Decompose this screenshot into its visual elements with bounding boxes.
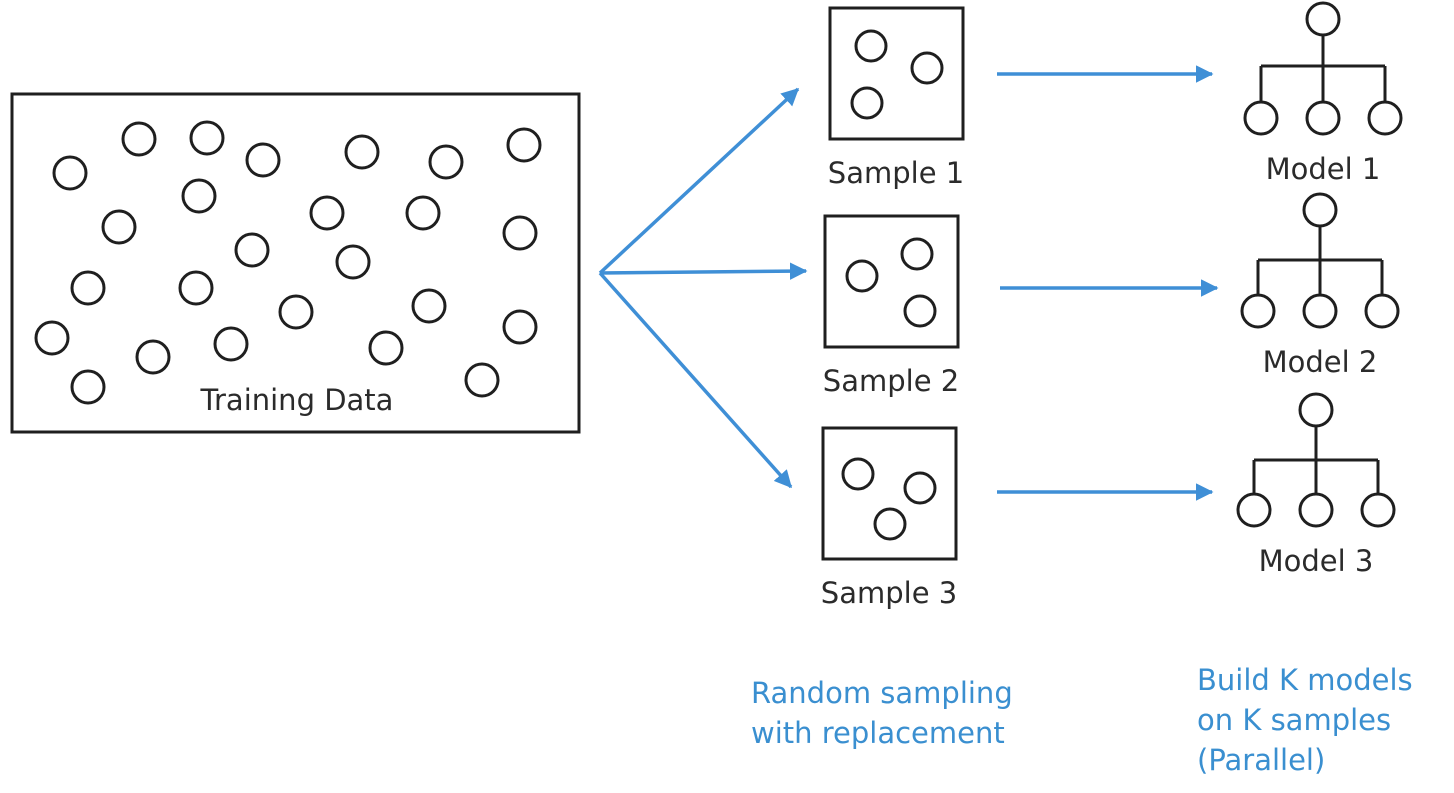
arrow-to-sample-1 bbox=[598, 87, 800, 275]
data-point bbox=[101, 209, 137, 245]
sample-point bbox=[910, 51, 944, 85]
tree-leaf-node bbox=[1240, 293, 1276, 329]
data-point bbox=[234, 232, 270, 268]
sample-1: Sample 1 bbox=[828, 6, 965, 190]
tree-leaf-node bbox=[1302, 293, 1338, 329]
sample-1-label: Sample 1 bbox=[828, 156, 964, 190]
data-point bbox=[335, 244, 371, 280]
data-point bbox=[121, 121, 157, 157]
data-point bbox=[178, 270, 214, 306]
training-data-label: Training Data bbox=[200, 383, 394, 417]
tree-leaf-node bbox=[1367, 100, 1403, 136]
sample-point bbox=[854, 29, 888, 63]
tree-leaf-node bbox=[1236, 492, 1272, 528]
sample-3: Sample 3 bbox=[821, 426, 958, 610]
data-point bbox=[135, 339, 171, 375]
data-point bbox=[213, 326, 249, 362]
data-point bbox=[506, 127, 542, 163]
building-note-line-3: (Parallel) bbox=[1197, 743, 1325, 777]
tree-leaf-node bbox=[1298, 492, 1334, 528]
model-2-tree: Model 2 bbox=[1240, 192, 1400, 379]
model-2-label: Model 2 bbox=[1263, 345, 1378, 379]
sample-point bbox=[850, 86, 884, 120]
sampling-arrows bbox=[598, 87, 808, 489]
sampling-note: Random sampling with replacement bbox=[751, 676, 1013, 750]
data-point bbox=[309, 195, 345, 231]
sample-point bbox=[903, 294, 937, 328]
data-point bbox=[34, 320, 70, 356]
sample-point bbox=[900, 237, 934, 271]
data-point bbox=[70, 270, 106, 306]
tree-root-node bbox=[1305, 1, 1341, 37]
data-point bbox=[428, 144, 464, 180]
data-point bbox=[368, 330, 404, 366]
tree-root-node bbox=[1302, 192, 1338, 228]
tree-root-node bbox=[1298, 392, 1334, 428]
sample-point bbox=[845, 259, 879, 293]
sample-3-label: Sample 3 bbox=[821, 576, 957, 610]
sampling-note-line-2: with replacement bbox=[751, 716, 1005, 750]
data-point bbox=[411, 288, 447, 324]
data-point bbox=[464, 362, 500, 398]
training-data-box: Training Data bbox=[10, 92, 581, 434]
data-point bbox=[70, 369, 106, 405]
sample-point bbox=[841, 457, 875, 491]
data-point bbox=[245, 142, 281, 178]
data-point bbox=[52, 155, 88, 191]
model-1-label: Model 1 bbox=[1266, 152, 1381, 186]
building-note-line-1: Build K models bbox=[1197, 663, 1413, 697]
arrow-to-sample-2 bbox=[599, 262, 808, 280]
data-point bbox=[344, 134, 380, 170]
tree-leaf-node bbox=[1360, 492, 1396, 528]
building-note-line-2: on K samples bbox=[1197, 703, 1391, 737]
tree-leaf-node bbox=[1305, 100, 1341, 136]
sampling-note-line-1: Random sampling bbox=[751, 676, 1013, 710]
model-arrows bbox=[997, 65, 1219, 501]
sample-2: Sample 2 bbox=[823, 214, 960, 398]
sample-point bbox=[873, 507, 907, 541]
data-point bbox=[405, 195, 441, 231]
arrow-to-sample-3 bbox=[598, 271, 793, 489]
building-note: Build K models on K samples (Parallel) bbox=[1197, 663, 1413, 777]
data-point bbox=[189, 120, 225, 156]
model-3-label: Model 3 bbox=[1259, 544, 1374, 578]
data-point bbox=[502, 309, 538, 345]
tree-leaf-node bbox=[1364, 293, 1400, 329]
training-data-points bbox=[34, 120, 542, 405]
data-point bbox=[278, 294, 314, 330]
model-1-tree: Model 1 bbox=[1243, 1, 1403, 186]
tree-leaf-node bbox=[1243, 100, 1279, 136]
data-point bbox=[181, 178, 217, 214]
model-3-tree: Model 3 bbox=[1236, 392, 1396, 578]
data-point bbox=[502, 215, 538, 251]
sample-point bbox=[903, 471, 937, 505]
sample-2-label: Sample 2 bbox=[823, 364, 959, 398]
